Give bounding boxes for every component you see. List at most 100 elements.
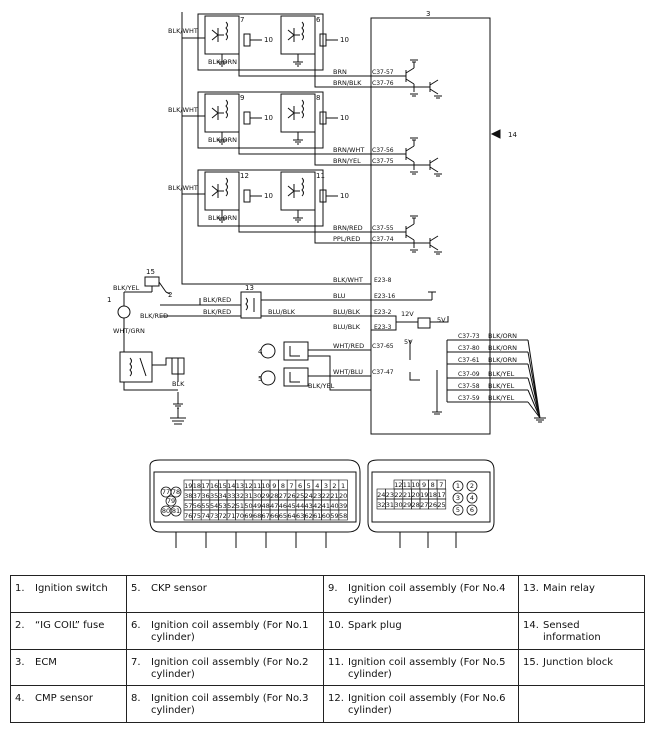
connector-pin-number: 4 bbox=[315, 482, 319, 490]
pin-label: C37-76 bbox=[372, 80, 394, 87]
connector-side-pin bbox=[170, 505, 182, 517]
connector-pin-number: 22 bbox=[394, 491, 402, 499]
connector-side-pin bbox=[466, 480, 478, 492]
connector-pin-number: 11 bbox=[253, 482, 261, 490]
legend-text: Sensed information bbox=[543, 619, 601, 643]
coil-pair-9-8 bbox=[197, 91, 324, 149]
connector-pin-number: 67 bbox=[262, 512, 270, 520]
connector-pin-number: 66 bbox=[270, 512, 278, 520]
connector-pin-number: 71 bbox=[227, 512, 235, 520]
callout-number: 11 bbox=[316, 172, 325, 180]
ground-wire-label: BLK/ORN bbox=[488, 356, 517, 364]
connector-pin-number: 18 bbox=[193, 482, 201, 490]
ckp-sensor-symbol bbox=[260, 370, 276, 386]
connector-pin-number: 44 bbox=[296, 502, 304, 510]
connector-pin-number: 73 bbox=[210, 512, 218, 520]
connector-pin-number: 58 bbox=[339, 512, 347, 520]
legend-number: 7. bbox=[131, 656, 141, 668]
connector-pin-number: 32 bbox=[377, 501, 385, 509]
connector-pin-number: 47 bbox=[270, 502, 278, 510]
legend-cell: 9.Ignition coil assembly (For No.4 cylin… bbox=[323, 575, 519, 613]
connector-pin-number: 24 bbox=[377, 491, 385, 499]
connector-pin-cell bbox=[338, 509, 348, 521]
legend-number: 4. bbox=[15, 693, 25, 705]
connector-pin-number: 1 bbox=[341, 482, 345, 490]
legend-cell: 8. Ignition coil assembly (For No.3 cylin… bbox=[126, 685, 324, 723]
connector-pin-number: 54 bbox=[210, 502, 218, 510]
connector-pin-number: 5 bbox=[307, 482, 311, 490]
wire-label: BRN/RED bbox=[333, 224, 363, 232]
legend-text: Main relay bbox=[543, 583, 595, 594]
wire-label: WHT/RED bbox=[333, 342, 364, 350]
connector-pin-number: 12 bbox=[394, 481, 402, 489]
callout-number: 10 bbox=[264, 114, 273, 122]
connector-pin-number: 19 bbox=[420, 491, 428, 499]
connector-pin-number: 60 bbox=[322, 512, 330, 520]
connector-pin-number: 40 bbox=[330, 502, 338, 510]
callout-number: 6 bbox=[316, 16, 321, 24]
connector-pin-number: 74 bbox=[201, 512, 209, 520]
legend-number: 8. bbox=[131, 693, 141, 705]
legend-text: ECM bbox=[35, 656, 57, 668]
connector-pin-number: 23 bbox=[313, 492, 321, 500]
legend-cell: 12.Ignition coil assembly (For No.6 cyli… bbox=[323, 685, 519, 723]
pin-label: E23-8 bbox=[374, 277, 392, 284]
connector-side-pin bbox=[466, 492, 478, 504]
wire-label: BLK/WHT bbox=[168, 106, 198, 114]
cmp-sensor-symbol bbox=[260, 343, 276, 359]
connector-pin-number: 28 bbox=[412, 501, 420, 509]
connector-pin-number: 32 bbox=[236, 492, 244, 500]
connector-pin-number: 55 bbox=[201, 502, 209, 510]
callout-number: 10 bbox=[340, 36, 349, 44]
legend-number: 9. bbox=[328, 583, 338, 594]
connector-pin-number: 26 bbox=[287, 492, 295, 500]
legend-cell: 10.Spark plug bbox=[323, 611, 519, 650]
legend-number: 13. bbox=[523, 583, 539, 594]
connector-side-pin-number: 6 bbox=[470, 506, 474, 514]
connector-pin-number: 42 bbox=[313, 502, 321, 510]
ground-wire-label: BLK/YEL bbox=[488, 370, 515, 378]
connector-pin-number: 35 bbox=[210, 492, 218, 500]
wire-label: BLU/BLK bbox=[268, 308, 296, 316]
connector-side-pin bbox=[452, 504, 464, 516]
legend-text: Ignition coil assembly (For No.3 cylinde… bbox=[151, 693, 309, 717]
connector-side-pin-number: 1 bbox=[456, 482, 460, 490]
wire-label: BLK/RED bbox=[203, 296, 231, 304]
connector-pin-number: 25 bbox=[296, 492, 304, 500]
junction-block bbox=[144, 276, 160, 287]
pin-label: C37-55 bbox=[372, 225, 394, 232]
ground-wire-label: BLK/YEL bbox=[488, 394, 515, 402]
connector-pin-cell bbox=[436, 498, 447, 510]
wire-label: BLK/ORN bbox=[208, 136, 237, 144]
connector-pin-number: 69 bbox=[244, 512, 252, 520]
pin-label: C37-61 bbox=[458, 357, 480, 364]
connector-side-pin-number: 3 bbox=[456, 494, 460, 502]
connector-pin-number: 48 bbox=[262, 502, 270, 510]
legend-number: 10. bbox=[328, 619, 344, 631]
connector-pin-number: 31 bbox=[244, 492, 252, 500]
connector-pin-number: 70 bbox=[236, 512, 244, 520]
connector-pin-number: 75 bbox=[193, 512, 201, 520]
connector-pin-cell bbox=[436, 479, 446, 490]
connector-pin-number: 49 bbox=[253, 502, 261, 510]
connector-pin-number: 16 bbox=[210, 482, 218, 490]
connector-pin-number: 52 bbox=[227, 502, 235, 510]
ignition-switch-symbol bbox=[117, 305, 131, 319]
connector-pin-number: 59 bbox=[330, 512, 338, 520]
connector-pin-number: 57 bbox=[184, 502, 192, 510]
connector-pin-number: 29 bbox=[403, 501, 411, 509]
connector-pin-number: 30 bbox=[253, 492, 261, 500]
legend-number: 6. bbox=[131, 619, 141, 631]
connector-pin-number: 15 bbox=[219, 482, 227, 490]
wire-label: BRN/BLK bbox=[333, 79, 362, 87]
pin-label: C37-47 bbox=[372, 369, 394, 376]
wire-label: BLK/WHT bbox=[168, 27, 198, 35]
connector-pin-number: 39 bbox=[339, 502, 347, 510]
legend-cell: 1.Ignition switch bbox=[10, 575, 127, 613]
callout-number: 10 bbox=[340, 114, 349, 122]
connector-pin-number: 13 bbox=[236, 482, 244, 490]
callout-number: 1 bbox=[107, 296, 111, 304]
connector-pin-number: 11 bbox=[403, 481, 411, 489]
connector-pin-number: 64 bbox=[287, 512, 295, 520]
